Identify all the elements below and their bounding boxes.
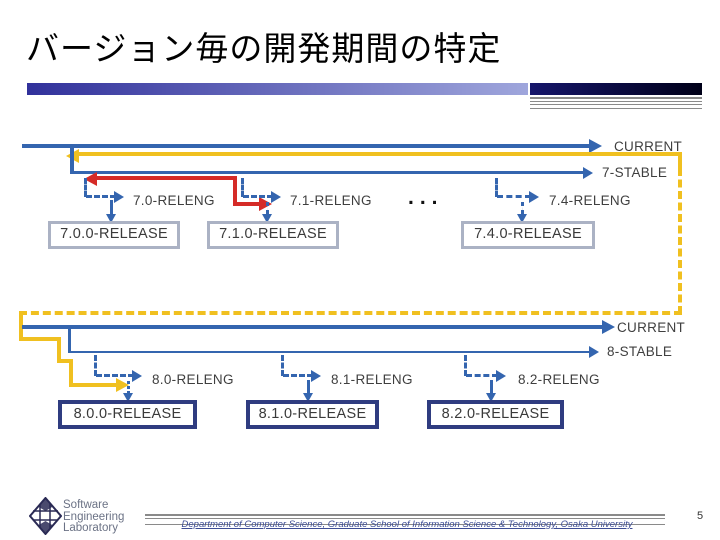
releng-81-branch-line-h	[283, 374, 313, 377]
release-820-box: 8.2.0-RELEASE	[427, 400, 564, 429]
footer-rule-3	[145, 524, 665, 525]
decor-line-4	[530, 108, 702, 109]
releng-71-label: 7.1-RELENG	[290, 193, 372, 208]
arrow-right-icon	[496, 370, 506, 382]
arrow-right-icon	[271, 191, 281, 203]
arrow-right-icon	[602, 320, 615, 334]
releng-82-branch-line	[464, 355, 467, 376]
branch-connector-8	[68, 327, 71, 353]
decor-line-3	[530, 104, 702, 105]
logo-text: Software Engineering Laboratory	[63, 499, 125, 535]
release-810-tag-line	[307, 380, 310, 394]
arrow-left-icon	[84, 172, 97, 186]
release-700-box: 7.0.0-RELEASE	[48, 221, 180, 249]
release-710-tag-line	[266, 202, 269, 214]
arrow-right-icon	[589, 139, 602, 153]
arrow-right-icon	[529, 191, 539, 203]
arrow-down-icon	[486, 393, 496, 402]
arrow-down-icon	[123, 393, 133, 402]
releng-80-label: 8.0-RELENG	[152, 372, 234, 387]
releng-80-branch-line	[94, 355, 97, 376]
period-arrow-red-h2	[233, 202, 261, 206]
logo-text-line2: Engineering	[63, 510, 125, 523]
stable-line-8	[68, 351, 590, 353]
releng-81-branch-line	[281, 355, 284, 376]
period-yellow-step-v3	[69, 359, 73, 387]
current-line-8	[22, 325, 603, 329]
decor-line-2	[530, 101, 702, 102]
period-arrow-yellow-7	[78, 152, 682, 156]
stable-label-7: 7-STABLE	[602, 165, 668, 180]
page-number: 5	[697, 510, 704, 522]
logo-text-line3: Laboratory	[63, 522, 118, 534]
arrow-right-icon	[583, 167, 593, 179]
releng-70-branch-line-h	[86, 195, 116, 198]
releng-81-label: 8.1-RELENG	[331, 372, 413, 387]
arrow-right-icon	[132, 370, 142, 382]
period-yellow-step-v1	[19, 314, 23, 341]
stable-line-7	[70, 171, 584, 174]
release-810-box: 8.1.0-RELEASE	[246, 400, 379, 429]
releng-82-branch-line-h	[466, 374, 498, 377]
period-yellow-step-v2	[57, 337, 61, 363]
releng-71-branch-line-h	[243, 195, 273, 198]
current-line-7	[22, 144, 590, 148]
period-yellow-step-h3	[69, 383, 117, 387]
arrow-down-icon	[262, 214, 272, 223]
footer-rule-2	[145, 518, 665, 519]
release-710-box: 7.1.0-RELEASE	[207, 221, 339, 249]
software-engineering-laboratory-logo-icon	[29, 497, 62, 535]
footer-affiliation-text: Department of Computer Science, Graduate…	[181, 519, 633, 530]
releng-74-label: 7.4-RELENG	[549, 193, 631, 208]
period-yellow-step-h2	[57, 359, 73, 363]
releng-70-label: 7.0-RELENG	[133, 193, 215, 208]
ellipsis: ...	[408, 186, 444, 209]
current-label-8: CURRENT	[617, 320, 686, 335]
period-arrow-yellow-corner	[678, 152, 682, 168]
release-740-tag-line	[521, 202, 524, 214]
release-820-tag-line	[490, 380, 493, 394]
releng-74-branch-line	[495, 178, 498, 197]
releng-74-branch-line-h	[497, 195, 531, 198]
release-740-box: 7.4.0-RELEASE	[461, 221, 595, 249]
title-underline-gradient-bar	[27, 83, 528, 95]
period-yellow-step-h1	[19, 337, 61, 341]
period-arrow-red-v	[233, 176, 237, 206]
releng-71-branch-line	[241, 178, 244, 197]
arrow-right-icon	[311, 370, 321, 382]
arrow-down-icon	[106, 214, 116, 223]
stable-label-8: 8-STABLE	[607, 344, 673, 359]
arrow-right-icon	[589, 346, 599, 358]
decor-line-1	[530, 97, 702, 99]
release-800-box: 8.0.0-RELEASE	[58, 400, 197, 429]
branch-connector-7	[70, 146, 74, 173]
arrow-right-icon	[116, 378, 129, 392]
arrow-down-icon	[303, 393, 313, 402]
title-underline-dark-bar	[530, 83, 702, 95]
slide-title: バージョン毎の開発期間の特定	[26, 30, 502, 67]
logo-text-line1: Software	[63, 499, 109, 511]
current-label-7: CURRENT	[614, 139, 683, 154]
period-arrow-red-h	[96, 176, 237, 180]
arrow-right-icon	[114, 191, 124, 203]
release-800-tag-line	[127, 381, 130, 394]
footer-rule-1	[145, 514, 665, 516]
release-700-tag-line	[110, 200, 113, 216]
arrow-down-icon	[517, 214, 527, 223]
releng-82-label: 8.2-RELENG	[518, 372, 600, 387]
period-yellow-dashed-vertical	[678, 168, 682, 314]
releng-70-branch-line	[84, 178, 87, 197]
releng-80-branch-line-h	[96, 374, 134, 377]
period-yellow-dashed-horizontal	[19, 311, 682, 315]
